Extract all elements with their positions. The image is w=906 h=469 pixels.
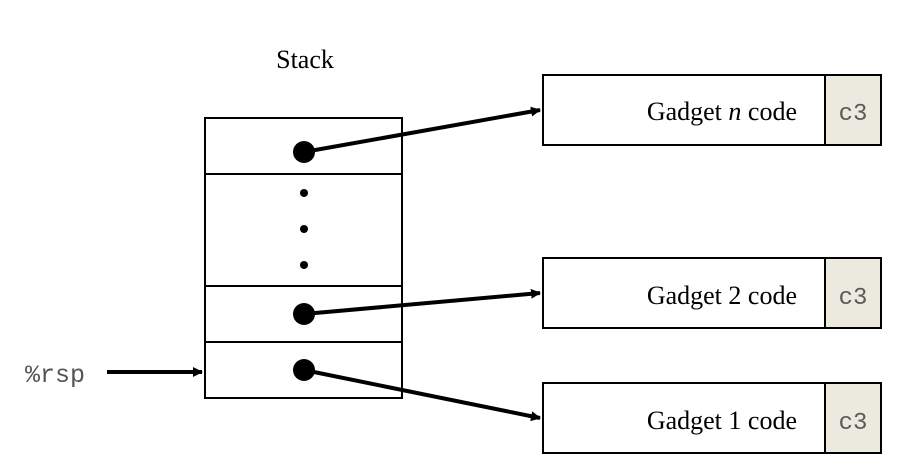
stack xyxy=(204,117,403,399)
stack-title: Stack xyxy=(276,45,334,74)
ret-byte-cell xyxy=(824,257,882,329)
gadget-1-box: Gadget 1 code c3 xyxy=(542,382,882,454)
pointer-arrow-to-gadget-2 xyxy=(303,288,541,316)
rsp-label: %rsp xyxy=(25,361,85,390)
ret-byte-label: c3 xyxy=(839,410,868,437)
ret-byte-label: c3 xyxy=(839,101,868,128)
ret-byte-cell xyxy=(824,382,882,454)
gadget-label: Gadget 2 code xyxy=(647,281,797,310)
gadget-n-box: Gadget n code c3 xyxy=(542,74,882,146)
pointer-arrow-to-gadget-1 xyxy=(303,368,541,422)
gadget-2-box: Gadget 2 code c3 xyxy=(542,257,882,329)
gadget-label: Gadget 1 code xyxy=(647,406,797,435)
ret-byte-label: c3 xyxy=(839,285,868,312)
pointer-arrow-to-gadget-n xyxy=(303,106,541,154)
gadget-label: Gadget n code xyxy=(647,97,797,126)
stack-outline xyxy=(204,117,403,399)
ret-byte-cell xyxy=(824,74,882,146)
ellipsis-dot xyxy=(300,261,308,269)
ellipsis-dot xyxy=(300,225,308,233)
ellipsis-dot xyxy=(300,189,308,197)
